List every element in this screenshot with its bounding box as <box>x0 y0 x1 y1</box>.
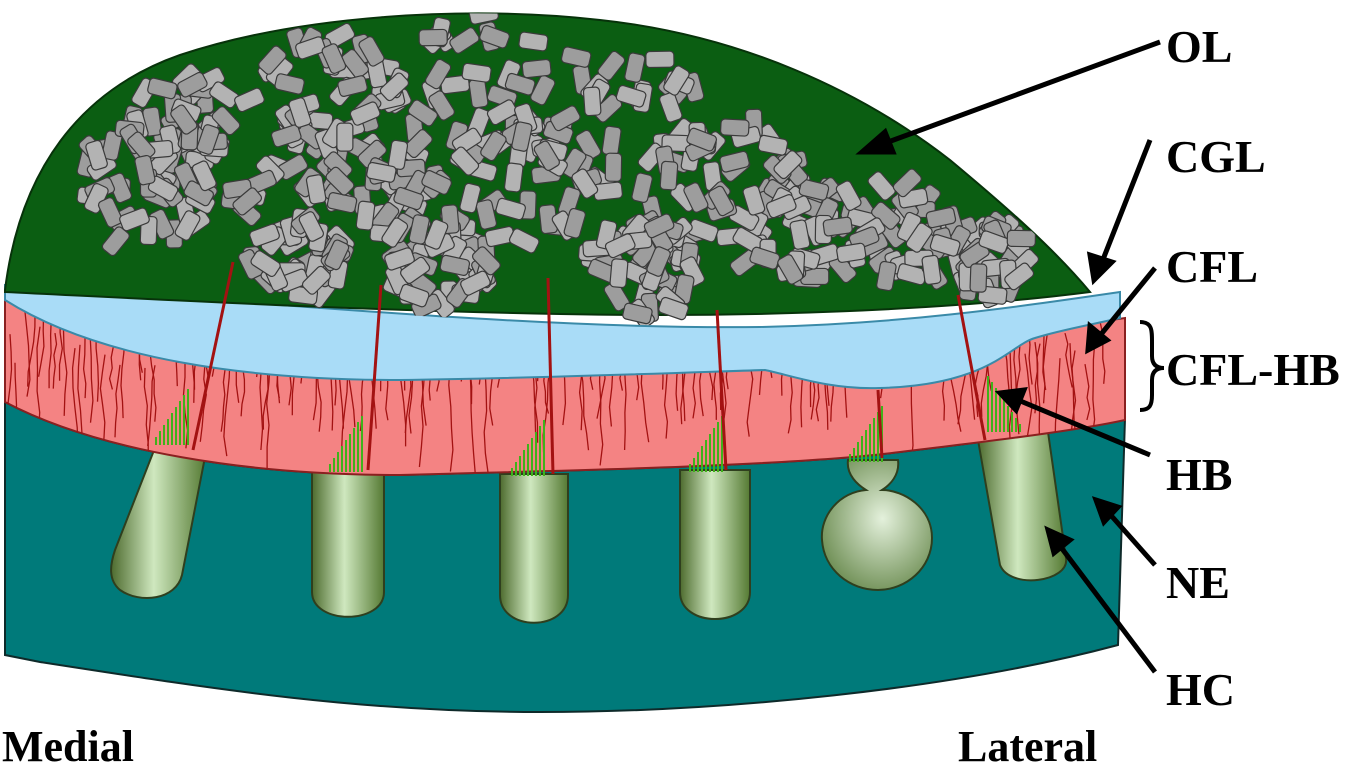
label-cgl: CGL <box>1166 131 1266 182</box>
otoconium <box>469 78 489 108</box>
otoconium <box>583 87 601 116</box>
otoconium <box>1007 230 1035 246</box>
otoconium <box>602 126 622 156</box>
label-cfl: CFL <box>1166 241 1258 292</box>
hair-cell <box>500 474 568 623</box>
otoconium <box>462 63 492 83</box>
hair-cell <box>680 470 750 619</box>
otoconium <box>970 264 987 293</box>
label-ol: OL <box>1166 21 1232 72</box>
cfl-hb-bracket <box>1140 322 1164 410</box>
label-cfl-hb: CFL-HB <box>1166 344 1340 395</box>
otoconium <box>518 32 548 52</box>
label-hc: HC <box>1166 664 1235 715</box>
label-ne: NE <box>1166 557 1230 608</box>
hair-cell <box>312 470 384 617</box>
otoconium <box>522 59 552 78</box>
label-lateral: Lateral <box>958 722 1097 771</box>
otoconium <box>337 123 353 151</box>
otoconium <box>660 161 678 190</box>
otoconium <box>823 217 853 237</box>
otoconium <box>419 29 447 45</box>
otoconium <box>720 119 749 136</box>
otoconium <box>356 201 375 231</box>
label-medial: Medial <box>2 722 134 771</box>
otoconium <box>610 259 628 288</box>
otoconium <box>504 163 523 193</box>
otoconium <box>605 153 621 181</box>
otoconium <box>922 255 942 285</box>
label-hb: HB <box>1166 449 1232 500</box>
otoconium <box>646 51 674 67</box>
